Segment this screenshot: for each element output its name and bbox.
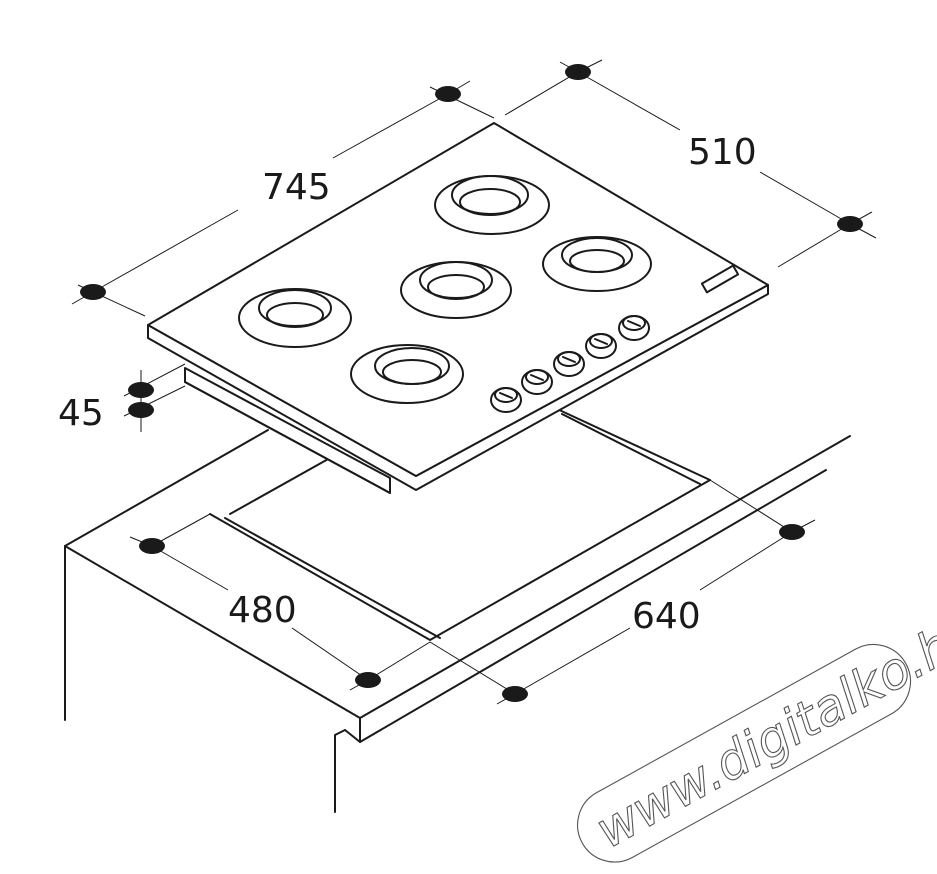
burner-right	[542, 236, 652, 292]
cutout-opening	[209, 407, 711, 641]
marker-480-bottom	[355, 672, 381, 688]
marker-640-right	[779, 524, 805, 540]
marker-480-top	[139, 538, 165, 554]
burner-rear	[434, 175, 550, 235]
burner-left	[238, 288, 352, 348]
dimension-markers	[80, 64, 863, 702]
hob-underbody	[184, 367, 391, 494]
cutout-inner-edge	[224, 413, 701, 639]
countertop-back-edge	[64, 429, 269, 547]
watermark-frame	[577, 643, 912, 863]
extension-lines-480	[129, 513, 431, 691]
knob-1	[490, 387, 522, 413]
burner-front	[350, 344, 464, 404]
marker-510-bottom	[837, 216, 863, 232]
control-knobs	[490, 315, 650, 413]
extension-lines-745	[71, 80, 495, 317]
countertop-lower-edge	[344, 469, 827, 743]
dimension-labels: 745 510 45 480 640	[58, 132, 757, 637]
cutout-outline	[209, 407, 711, 641]
control-panel-indicator	[700, 264, 740, 294]
dimension-height-label: 45	[58, 393, 104, 434]
marker-745-left	[80, 284, 106, 300]
marker-510-top	[565, 64, 591, 80]
dimension-depth-label: 510	[688, 132, 757, 173]
dimension-line-510	[577, 71, 851, 225]
dimension-cutout-depth-label: 480	[228, 590, 297, 631]
countertop-corner-post	[334, 717, 361, 813]
hob-box-edge	[184, 381, 391, 494]
watermark: www.digitalko.hu	[577, 600, 937, 863]
dimension-width-label: 745	[262, 167, 331, 208]
marker-45-top	[128, 382, 154, 398]
burners	[238, 175, 652, 404]
burner-center	[400, 261, 512, 319]
knob-4	[585, 333, 617, 359]
dimension-cutout-width-label: 640	[632, 596, 701, 637]
marker-640-left	[502, 686, 528, 702]
knob-3	[553, 351, 585, 377]
dimension-line-745	[92, 93, 449, 293]
countertop	[64, 429, 851, 813]
knob-5	[618, 315, 650, 341]
dimension-line-480	[151, 545, 369, 681]
extension-lines-640	[429, 479, 816, 705]
marker-45-bottom	[128, 402, 154, 418]
dimension-line-640	[514, 531, 793, 695]
knob-2	[521, 369, 553, 395]
marker-745-right	[435, 86, 461, 102]
watermark-text: www.digitalko.hu	[586, 600, 937, 859]
dimension-line-45	[123, 363, 186, 432]
